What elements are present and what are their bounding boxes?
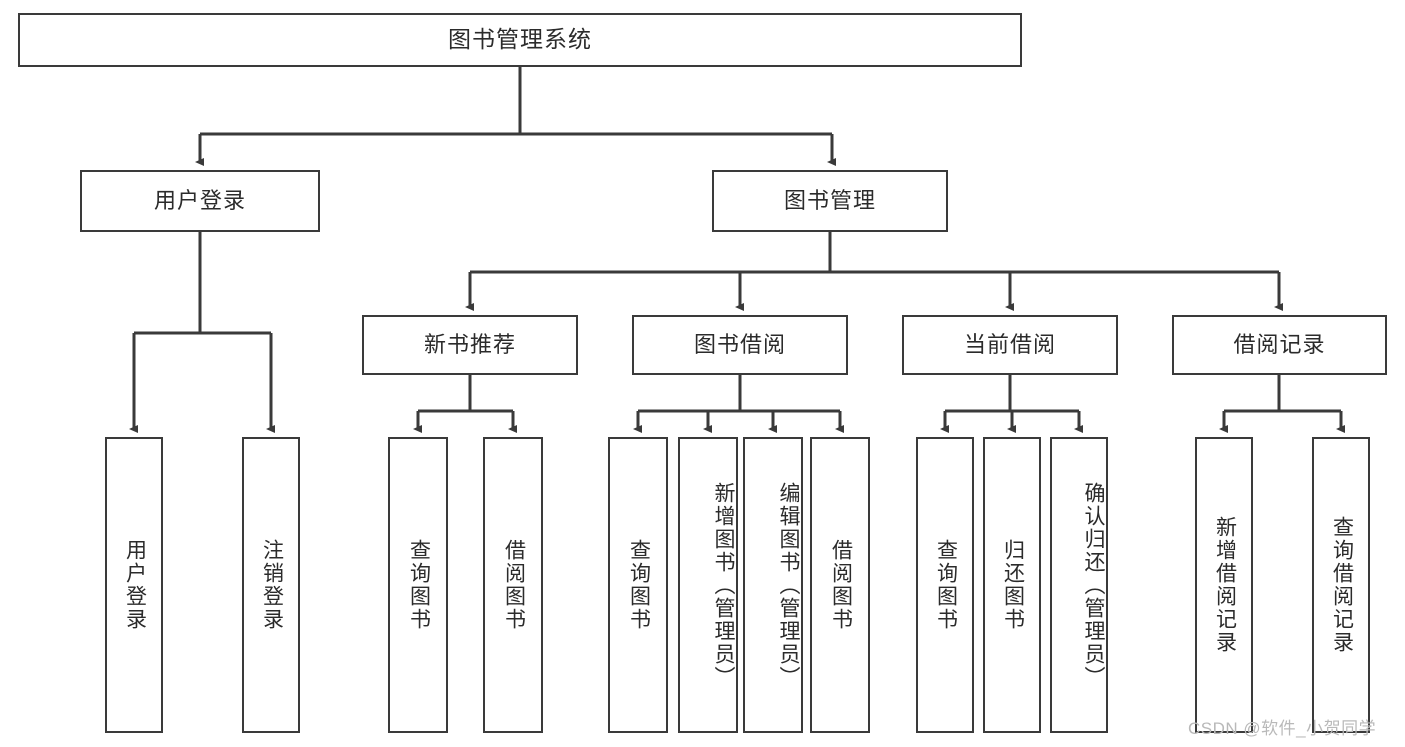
node-leaf-edit-book-admin[interactable]: 编辑图书（管理员） (743, 437, 803, 733)
node-leaf-confirm-return-admin[interactable]: 确认归还（管理员） (1050, 437, 1108, 733)
node-leaf-borrow-book-recommend[interactable]: 借阅图书 (483, 437, 543, 733)
node-leaf-borrow-book-recommend-label: 借阅图书 (502, 539, 526, 631)
node-root-label: 图书管理系统 (448, 26, 592, 53)
node-book-borrow[interactable]: 图书借阅 (632, 315, 848, 375)
node-leaf-borrow-book[interactable]: 借阅图书 (810, 437, 870, 733)
node-leaf-query-book-borrow-label: 查询图书 (627, 539, 651, 631)
node-leaf-add-borrow-record[interactable]: 新增借阅记录 (1195, 437, 1253, 733)
node-leaf-query-borrow-record[interactable]: 查询借阅记录 (1312, 437, 1370, 733)
node-leaf-query-book-recommend-label: 查询图书 (407, 539, 431, 631)
node-current-borrow-label: 当前借阅 (963, 331, 1056, 357)
node-book-management[interactable]: 图书管理 (712, 170, 948, 232)
node-user-login-label: 用户登录 (153, 187, 246, 213)
node-leaf-query-borrow-record-label: 查询借阅记录 (1330, 516, 1354, 654)
node-leaf-query-book-current[interactable]: 查询图书 (916, 437, 974, 733)
node-leaf-return-book[interactable]: 归还图书 (983, 437, 1041, 733)
node-new-book-recommend[interactable]: 新书推荐 (362, 315, 578, 375)
node-borrow-record[interactable]: 借阅记录 (1172, 315, 1387, 375)
node-leaf-add-borrow-record-label: 新增借阅记录 (1213, 516, 1237, 654)
node-leaf-logout-label: 注销登录 (260, 539, 284, 631)
node-leaf-query-book-current-label: 查询图书 (934, 539, 958, 631)
node-book-borrow-label: 图书借阅 (693, 331, 786, 357)
node-leaf-user-login[interactable]: 用户登录 (105, 437, 163, 733)
node-leaf-query-book-recommend[interactable]: 查询图书 (388, 437, 448, 733)
node-user-login[interactable]: 用户登录 (80, 170, 320, 232)
node-leaf-logout[interactable]: 注销登录 (242, 437, 300, 733)
node-leaf-user-login-label: 用户登录 (123, 539, 147, 631)
node-borrow-record-label: 借阅记录 (1233, 331, 1326, 357)
node-leaf-borrow-book-label: 借阅图书 (829, 539, 853, 631)
node-leaf-confirm-return-admin-label: 确认归还（管理员） (1082, 481, 1105, 689)
node-current-borrow[interactable]: 当前借阅 (902, 315, 1118, 375)
node-leaf-return-book-label: 归还图书 (1001, 539, 1025, 631)
node-leaf-add-book-admin[interactable]: 新增图书（管理员） (678, 437, 738, 733)
node-leaf-edit-book-admin-label: 编辑图书（管理员） (777, 481, 800, 689)
node-root[interactable]: 图书管理系统 (18, 13, 1022, 67)
node-leaf-query-book-borrow[interactable]: 查询图书 (608, 437, 668, 733)
node-new-book-recommend-label: 新书推荐 (423, 331, 516, 357)
node-book-management-label: 图书管理 (783, 187, 876, 213)
csdn-watermark: CSDN @软件_小贺同学 (1188, 719, 1377, 738)
node-leaf-add-book-admin-label: 新增图书（管理员） (712, 481, 735, 689)
